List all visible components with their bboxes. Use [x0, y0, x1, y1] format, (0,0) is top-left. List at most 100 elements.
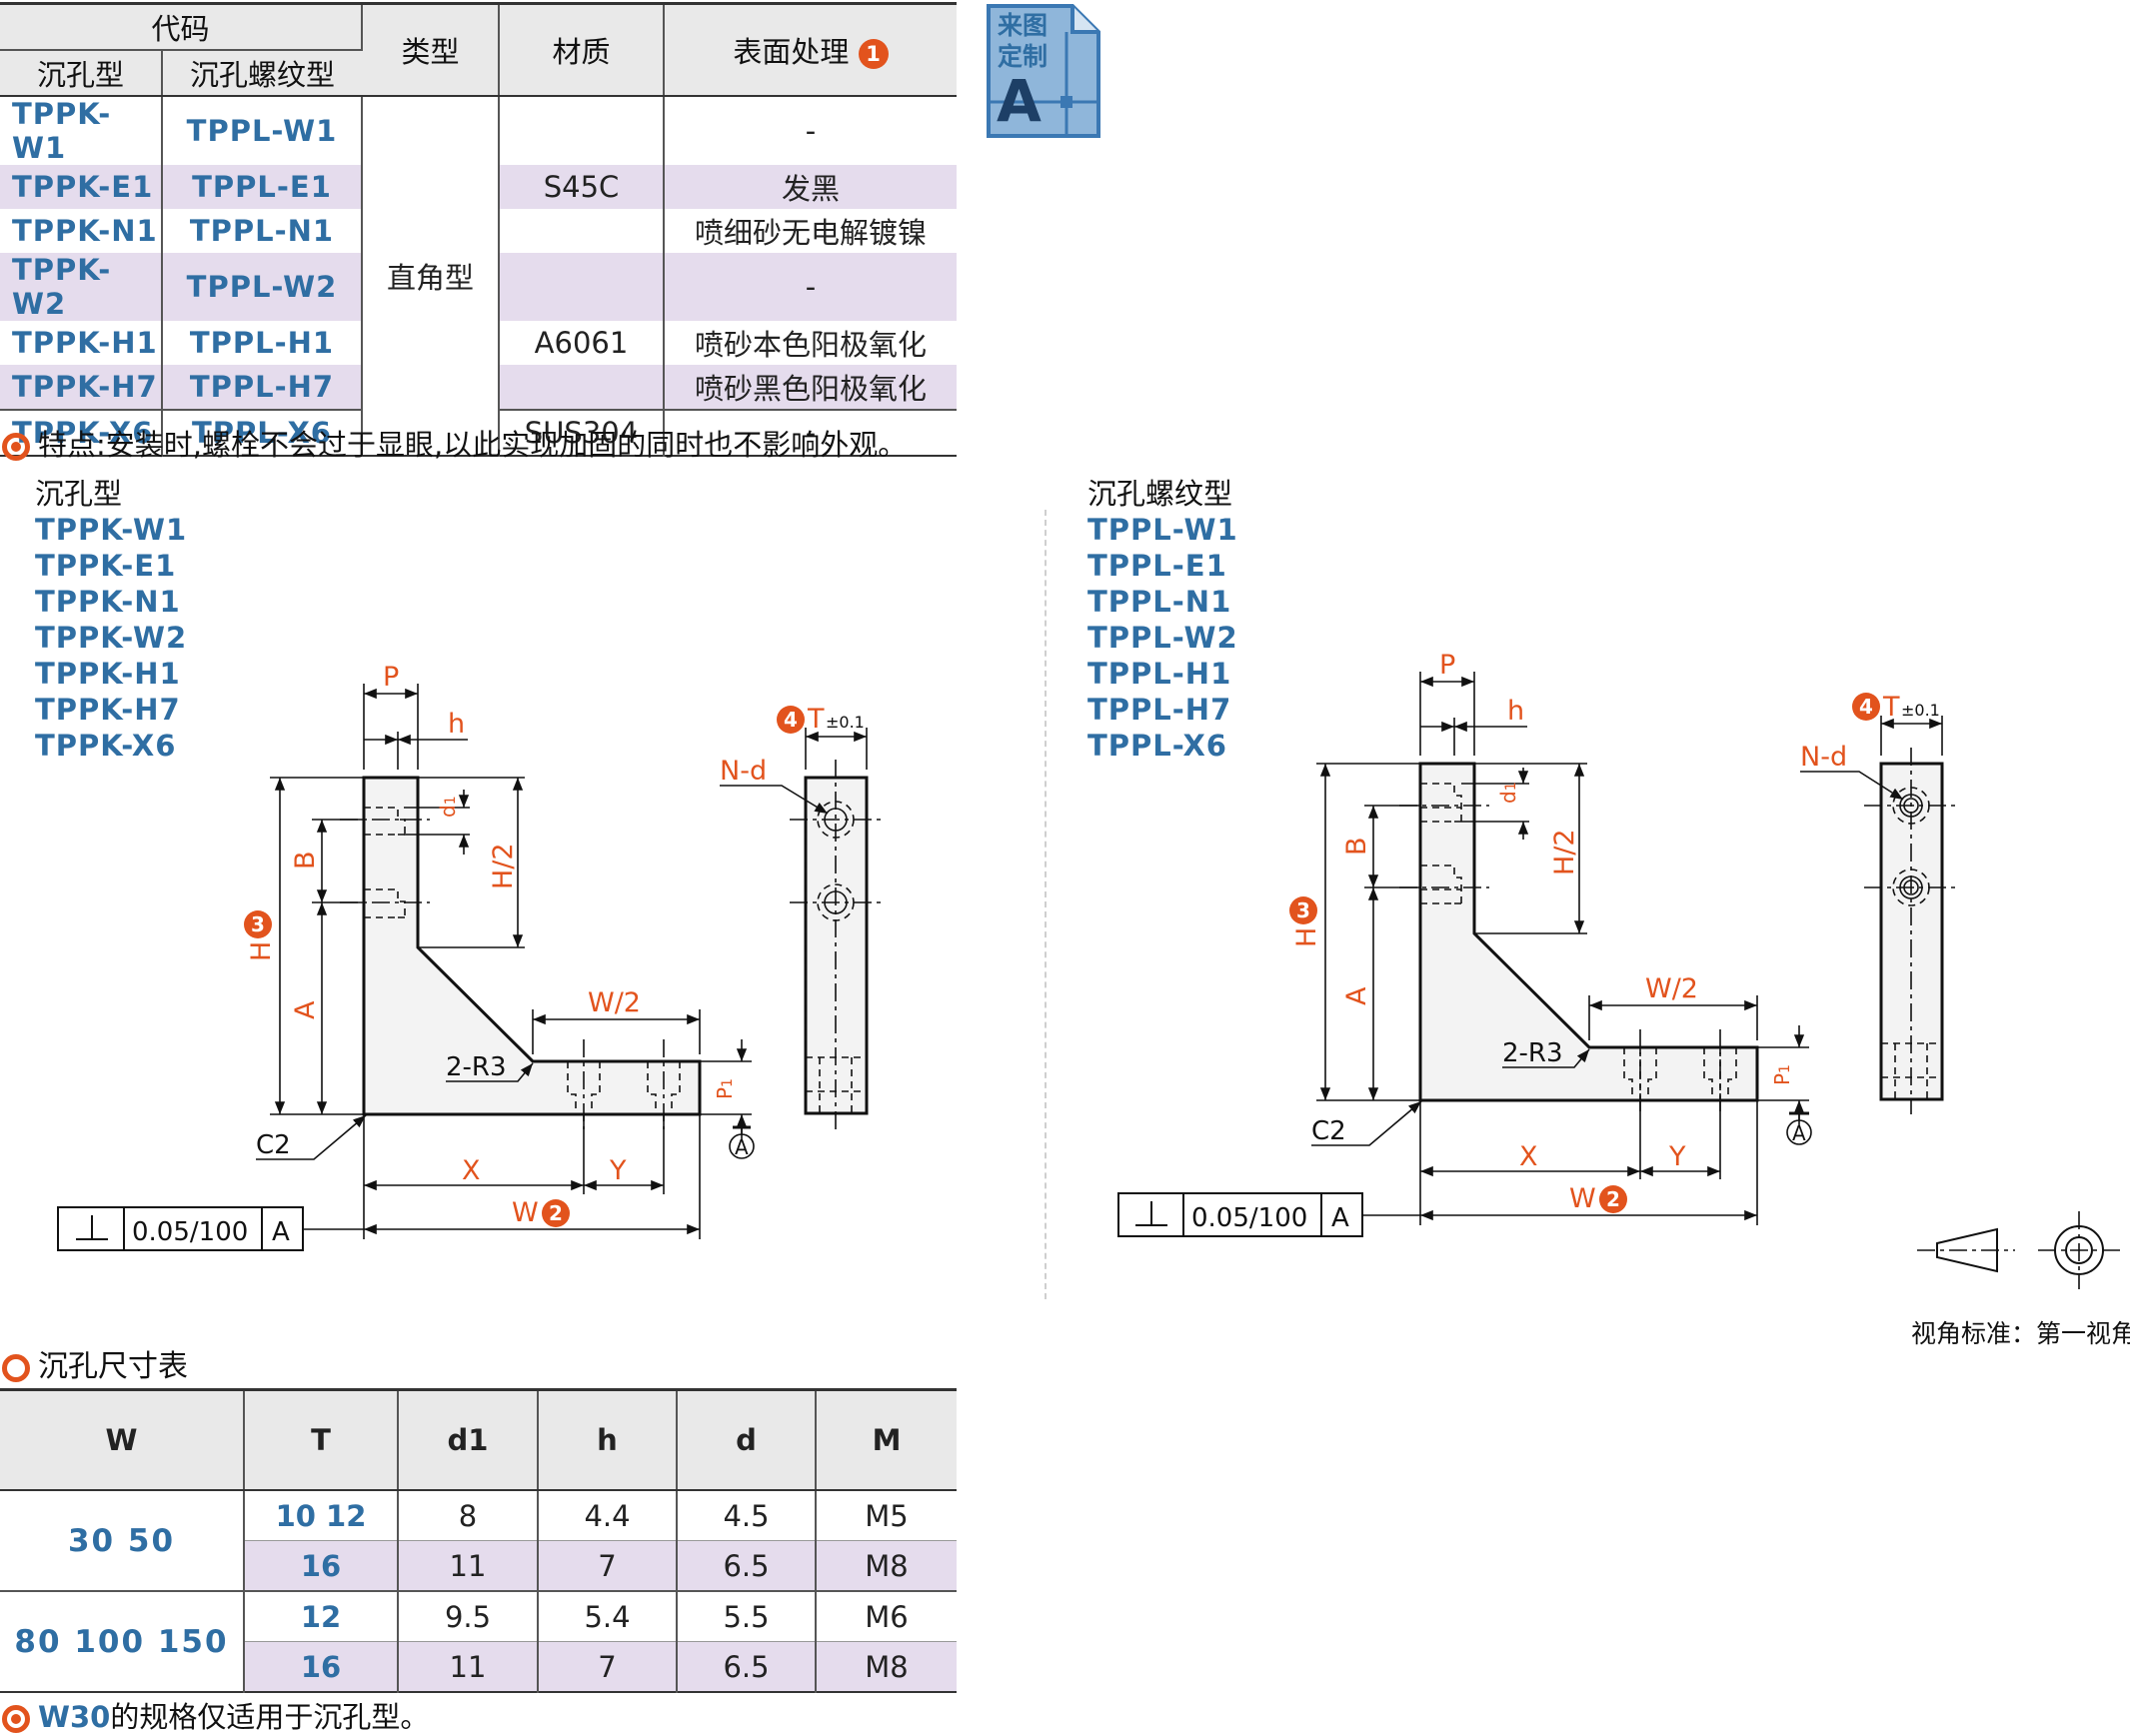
- h-badge: 3: [1296, 898, 1310, 922]
- right-technical-drawing: P h B H/2 H A W/2 X Y W N-d T d1 P1 ±0.1…: [1117, 650, 2130, 1348]
- dim-x: X: [1519, 1141, 1538, 1172]
- m-cell: M8: [816, 1641, 957, 1692]
- right-code-list: 沉孔螺纹型 TPPL-W1 TPPL-E1 TPPL-N1 TPPL-W2 TP…: [1087, 476, 1238, 764]
- dim-x: X: [462, 1155, 481, 1186]
- dim-a: A: [290, 1000, 321, 1019]
- dim-y: Y: [609, 1155, 627, 1186]
- dim-w2: W/2: [588, 987, 641, 1018]
- d-cell: 6.5: [677, 1540, 817, 1591]
- w-group-cell: 30 50: [0, 1490, 245, 1591]
- list-item: TPPL-E1: [1087, 549, 1227, 583]
- list-item: TPPL-N1: [1087, 585, 1232, 619]
- code-k: TPPK-E1: [0, 165, 163, 209]
- dim-c2: C2: [256, 1130, 291, 1160]
- badge-letter: A: [997, 67, 1042, 135]
- t-cell: 16: [244, 1641, 399, 1692]
- footnote-code: W30: [38, 1700, 111, 1734]
- view-standard: 视角标准：第一视角: [1911, 1319, 2130, 1348]
- size-table: W T d1 h d M 30 50 10 12 8 4.4 4.5 M5 16…: [0, 1388, 957, 1693]
- d-cell: 5.5: [677, 1590, 817, 1642]
- spec-table: 代码 类型 材质 表面处理 1 沉孔型 沉孔螺纹型 TPPK-W1 TPPL-W…: [0, 2, 957, 457]
- dim-hfull: H: [246, 941, 277, 961]
- dim-b: B: [290, 851, 321, 869]
- left-list-title: 沉孔型: [35, 477, 123, 511]
- table-row: 16 11 7 6.5 M8: [0, 1641, 957, 1692]
- table-row: TPPK-H1 TPPL-H1 A6061 喷砂本色阳极氧化: [0, 321, 957, 365]
- dim-r3: 2-R3: [1502, 1038, 1563, 1068]
- list-item: TPPL-W1: [1087, 513, 1238, 547]
- surface-cell: -: [805, 114, 817, 148]
- tolerance-datum: A: [272, 1217, 290, 1247]
- material-cell: [499, 253, 665, 321]
- table-row: 30 50 10 12 8 4.4 4.5 M5: [0, 1490, 957, 1591]
- divider: [1045, 510, 1047, 1299]
- header-counterbore: 沉孔型: [0, 50, 163, 97]
- dim-t: T: [807, 704, 825, 735]
- dim-b: B: [1341, 837, 1372, 856]
- surface-cell: 喷细砂无电解镀镍: [694, 216, 927, 250]
- dim-c2: C2: [1311, 1116, 1346, 1146]
- part-outline: [362, 776, 702, 1116]
- datum-letter: A: [735, 1135, 749, 1159]
- code-l: TPPL-N1: [162, 209, 363, 253]
- code-l: TPPL-H7: [162, 365, 363, 410]
- t-badge: 4: [1859, 695, 1873, 719]
- dim-w: W: [512, 1197, 539, 1228]
- dim-p: P: [383, 662, 399, 693]
- size-section-title: 沉孔尺寸表: [2, 1341, 188, 1385]
- table-row: 16 11 7 6.5 M8: [0, 1540, 957, 1591]
- table-row: 80 100 150 12 9.5 5.4 5.5 M6: [0, 1590, 957, 1692]
- size-header-d1: d1: [398, 1389, 539, 1491]
- list-item: TPPK-W1: [35, 513, 188, 547]
- badge-line1: 来图: [998, 11, 1049, 40]
- list-item: TPPL-W2: [1087, 621, 1238, 655]
- size-header-t: T: [244, 1389, 399, 1491]
- h-badge: 3: [251, 912, 265, 936]
- material-cell: [499, 365, 665, 410]
- t-cell: 12: [244, 1590, 399, 1642]
- list-item: TPPL-H7: [1087, 693, 1232, 727]
- header-material: 材质: [499, 3, 665, 97]
- list-item: TPPK-X6: [35, 729, 177, 763]
- list-item: TPPK-H7: [35, 693, 181, 727]
- code-k: TPPK-H1: [0, 321, 163, 365]
- footnote: W30的规格仅适用于沉孔型。: [2, 1694, 429, 1736]
- w-badge: 2: [549, 1201, 563, 1225]
- m-cell: M8: [816, 1540, 957, 1591]
- m-cell: M6: [816, 1590, 957, 1642]
- code-k: TPPK-H7: [0, 365, 163, 410]
- list-item: TPPK-H1: [35, 657, 181, 691]
- custom-drawing-badge: 来图 定制 A: [985, 2, 1102, 140]
- surface-note-badge: 1: [858, 39, 889, 69]
- list-item: TPPK-E1: [35, 549, 177, 583]
- t-cell: 10 12: [244, 1490, 399, 1541]
- dim-r3: 2-R3: [446, 1052, 507, 1082]
- datum-letter: A: [1792, 1121, 1806, 1145]
- dim-t: T: [1882, 692, 1900, 723]
- d1-cell: 11: [398, 1641, 539, 1692]
- feature-note: 特点:安装时,螺栓不会过于显眼,以此实现加固的同时也不影响外观。: [2, 422, 907, 464]
- dim-y: Y: [1668, 1141, 1686, 1172]
- bullet-icon: [2, 1353, 30, 1382]
- t-cell: 16: [244, 1540, 399, 1591]
- header-type: 类型: [362, 3, 500, 97]
- dim-p1: P1: [1770, 1064, 1794, 1085]
- header-threaded: 沉孔螺纹型: [162, 50, 362, 97]
- footnote-text: 的规格仅适用于沉孔型。: [110, 1700, 430, 1734]
- material-cell: SUS304: [499, 409, 665, 456]
- tolerance-value: 0.05/100: [1191, 1203, 1307, 1233]
- h-cell: 7: [538, 1540, 678, 1591]
- size-header-w: W: [0, 1389, 245, 1491]
- dim-t-tol: ±0.1: [826, 713, 865, 732]
- h-cell: 7: [538, 1641, 678, 1692]
- dim-w: W: [1569, 1183, 1596, 1214]
- d-cell: 6.5: [677, 1641, 817, 1692]
- size-header-m: M: [816, 1389, 957, 1491]
- d1-cell: 9.5: [398, 1590, 539, 1642]
- code-k: TPPK-N1: [0, 209, 163, 253]
- code-l: TPPL-W2: [162, 253, 363, 321]
- dim-w2: W/2: [1645, 973, 1698, 1004]
- surface-cell: 喷砂黑色阳极氧化: [664, 365, 957, 410]
- type-cell: 直角型: [362, 96, 500, 456]
- dim-h2: H/2: [1549, 829, 1580, 875]
